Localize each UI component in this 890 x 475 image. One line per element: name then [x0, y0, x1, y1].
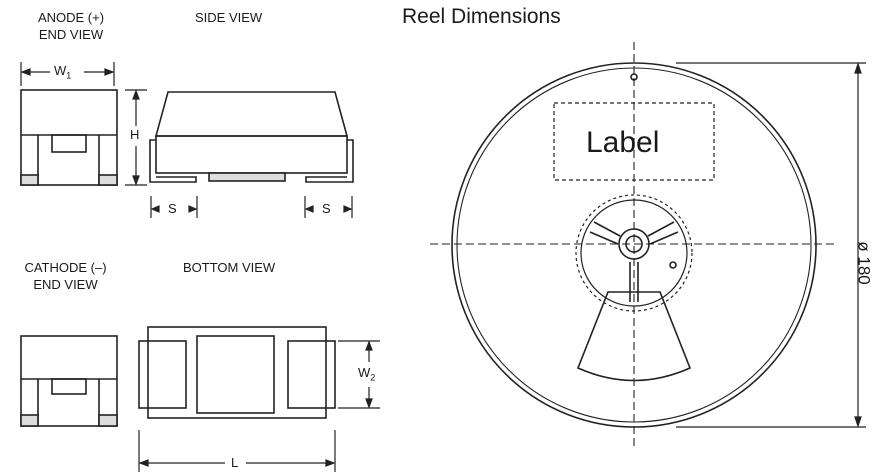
- cathode-end-view-label: CATHODE (–) END VIEW: [8, 259, 123, 293]
- w1-label-base: W: [54, 63, 67, 78]
- s-right-label: S: [320, 201, 333, 216]
- cathode-label-line2: END VIEW: [33, 277, 98, 292]
- reel-center-lines: [430, 42, 838, 448]
- anode-end-view-label: ANODE (+) END VIEW: [22, 9, 120, 43]
- h-label: H: [128, 127, 142, 142]
- w2-label-base: W: [358, 365, 371, 380]
- h-dimension: [125, 89, 147, 186]
- w2-label: W2: [356, 365, 378, 385]
- anode-label-line1: ANODE (+): [37, 10, 105, 25]
- reel-title: Reel Dimensions: [402, 5, 561, 28]
- w1-dimension: [20, 62, 115, 86]
- w2-label-sub: 2: [370, 372, 376, 383]
- l-label: L: [229, 455, 241, 470]
- bottom-view-drawing: [138, 326, 336, 419]
- side-view-label: SIDE VIEW: [195, 10, 263, 25]
- w1-label: W1: [52, 63, 74, 83]
- s-dimensions: [150, 196, 353, 218]
- bottom-view-label: BOTTOM VIEW: [183, 260, 276, 275]
- reel-label-text: Label: [586, 126, 660, 159]
- diameter-dimension: [676, 62, 866, 428]
- s-left-label: S: [166, 201, 179, 216]
- side-view-drawing: [149, 91, 354, 183]
- anode-end-view-drawing: [20, 89, 118, 186]
- anode-label-line2: END VIEW: [38, 27, 104, 42]
- cathode-end-view-drawing: [20, 335, 118, 427]
- reel-diameter-label: ø 180: [854, 241, 874, 285]
- l-dimension: [138, 430, 336, 472]
- w2-dimension: [338, 340, 380, 409]
- cathode-label-line1: CATHODE (–): [24, 260, 107, 275]
- w1-label-sub: 1: [66, 70, 72, 81]
